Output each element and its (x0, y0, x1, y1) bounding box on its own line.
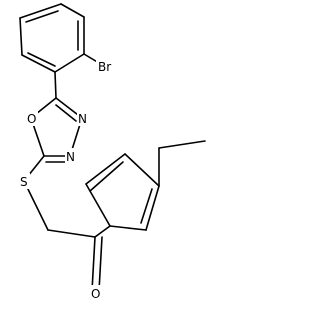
label-background (19, 173, 30, 189)
label-background (77, 110, 89, 126)
bond (19, 3, 62, 19)
ethyl-group (158, 140, 206, 187)
label-background (26, 110, 38, 126)
molecule-structure: Br O N N S O (19, 3, 206, 301)
bond (124, 153, 160, 187)
bond (85, 153, 126, 185)
ring-oxygen-label: O (27, 112, 36, 126)
sulfur-label: S (20, 175, 28, 189)
label-background (86, 285, 108, 301)
bond-sulfur-to-methylene (23, 180, 49, 231)
bromine-label: Br (98, 60, 111, 74)
bond (89, 161, 124, 192)
ethylphenyl-ring (85, 153, 160, 231)
bond (109, 225, 147, 231)
bond (140, 188, 153, 224)
atom-labels: Br O N N S O (19, 58, 126, 301)
ring-nitrogen-upper-label: N (78, 112, 87, 126)
bond (158, 140, 206, 149)
ring-nitrogen-lower-label: N (66, 150, 75, 164)
bond (145, 185, 160, 231)
carbonyl-double-bond (98, 236, 103, 292)
bond (27, 52, 56, 67)
bond-methylene-to-carbonyl (47, 229, 96, 238)
bond (21, 54, 56, 73)
bond-phenyl-to-oxadiazole (54, 71, 57, 99)
carbonyl-oxygen-label: O (91, 287, 100, 301)
bond (54, 53, 85, 73)
bond (60, 3, 85, 18)
bond (55, 104, 77, 122)
bromophenyl-ring (19, 3, 85, 73)
label-background (96, 58, 126, 74)
bond-carbonyl-to-phenyl (94, 225, 111, 238)
label-background (65, 148, 77, 164)
bond (19, 17, 23, 56)
bond (25, 10, 59, 23)
carbonyl-double-bond (91, 236, 96, 292)
